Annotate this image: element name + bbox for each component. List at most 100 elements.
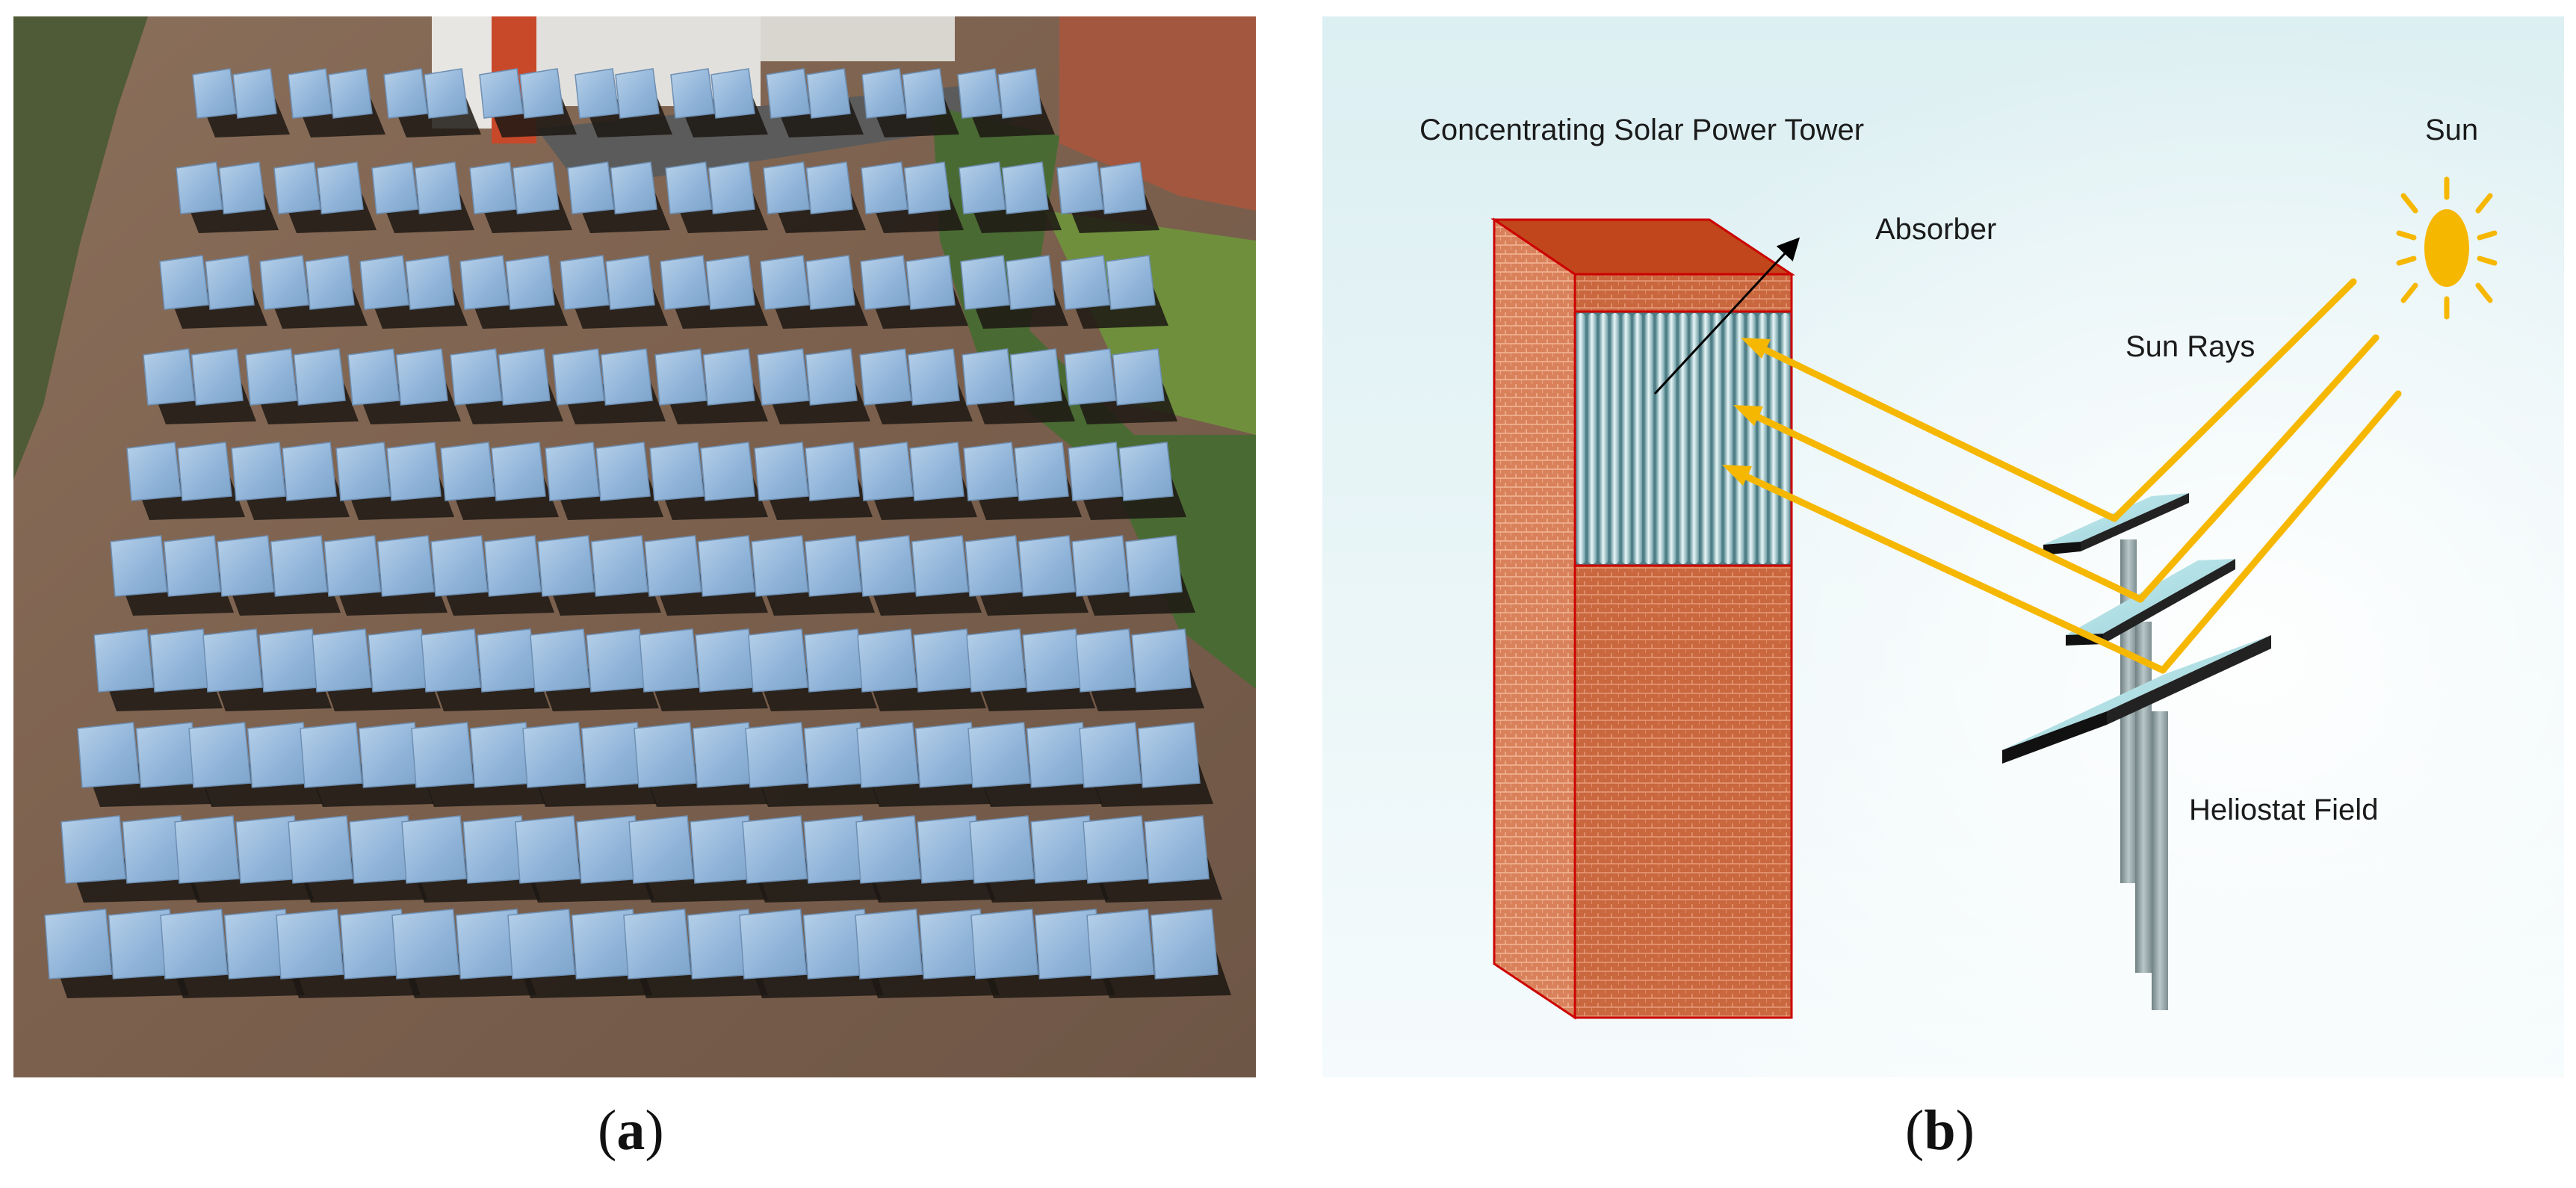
heliostat-mirror-panel bbox=[450, 348, 503, 406]
heliostat-mirror-panel bbox=[1118, 442, 1174, 501]
heliostat-mirror-panel bbox=[1106, 255, 1156, 310]
heliostat-mirror-panel bbox=[135, 722, 199, 788]
arrow-icon bbox=[1722, 465, 1752, 486]
heliostat-mirror-panel bbox=[176, 161, 223, 214]
heliostat-mirror-panel bbox=[960, 255, 1010, 310]
heliostat-mirror-1-edge bbox=[2043, 542, 2081, 555]
heliostat-mirror-panel bbox=[623, 909, 692, 980]
heliostat-mirror-panel bbox=[754, 442, 809, 501]
heliostat-mirror-panel bbox=[386, 442, 442, 501]
heliostat-mirror-panel bbox=[907, 348, 960, 406]
absorber-tube bbox=[1712, 313, 1722, 564]
tower-front-face bbox=[1573, 564, 1793, 1019]
heliostat-mirror-panel bbox=[515, 815, 580, 884]
absorber-tube bbox=[1656, 313, 1665, 564]
heliostat-mirror-2 bbox=[2066, 559, 2235, 635]
heliostat-mirror-panel bbox=[530, 628, 590, 693]
heliostat-mirror-panel bbox=[276, 909, 344, 980]
heliostat-mirror-panel bbox=[1026, 722, 1089, 788]
heliostat-mirror-panel bbox=[1112, 348, 1165, 406]
heliostat-mirror-panel bbox=[644, 535, 702, 597]
vegetation-left bbox=[13, 16, 148, 480]
heliostat-mirror-panel bbox=[967, 722, 1031, 788]
heliostat-mirror-panel bbox=[160, 909, 229, 980]
heliostat-mirror-panel bbox=[855, 815, 921, 884]
heliostat-mirror-panel bbox=[282, 442, 337, 501]
heliostat-mirror-panel bbox=[163, 535, 221, 597]
heliostat-mirror-panel bbox=[903, 161, 951, 214]
heliostat-mirror-panel bbox=[970, 909, 1039, 980]
heliostat-mirror-panel bbox=[859, 348, 912, 406]
heliostat-mirror-panel bbox=[615, 68, 660, 119]
heliostat-mirror-panel bbox=[347, 348, 400, 406]
absorber-label: Absorber bbox=[1875, 213, 1996, 246]
heliostat-mirror-panel bbox=[312, 628, 372, 693]
heliostat-mirrors bbox=[44, 68, 1231, 998]
heliostat-mirrors-diagram bbox=[2002, 493, 2271, 764]
heliostat-mirror-panel bbox=[705, 255, 755, 310]
absorber-tubes bbox=[1575, 312, 1792, 566]
heliostat-mirror-panel bbox=[567, 161, 615, 214]
heliostat-mirror-panel bbox=[498, 348, 551, 406]
heliostat-mirror-panel bbox=[959, 161, 1006, 214]
heliostat-mirror-panel bbox=[1086, 909, 1155, 980]
heliostat-mirror-panel bbox=[483, 535, 542, 597]
heliostat-mirror-panel bbox=[459, 255, 510, 310]
heliostat-mirror-panel bbox=[126, 442, 182, 501]
heliostat-mirror-panel bbox=[323, 535, 382, 597]
caption-a-letter: a bbox=[616, 1099, 645, 1162]
heliostat-mirror-panel bbox=[804, 628, 864, 693]
heliostat-mirror-panel bbox=[610, 161, 657, 214]
heliostat-mirror-panel bbox=[477, 628, 537, 693]
heliostat-mirror-panel bbox=[469, 722, 533, 788]
heliostat-mirror-panel bbox=[1006, 255, 1056, 310]
heliostat-mirror-panel bbox=[358, 722, 421, 788]
heliostat-mirror-panel bbox=[245, 348, 298, 406]
heliostat-mirror-panel bbox=[913, 628, 973, 693]
heliostat-mirror-panel bbox=[247, 722, 310, 788]
absorber-tube bbox=[1701, 313, 1711, 564]
absorber-tube bbox=[1758, 313, 1768, 564]
building-brick-right bbox=[1059, 16, 1256, 211]
absorber-tube bbox=[1644, 313, 1654, 564]
arrow-icon bbox=[1733, 405, 1763, 426]
heliostat-mirror-panel bbox=[963, 442, 1018, 501]
heliostat-mirror-panel bbox=[174, 815, 240, 884]
heliostat-mirror-panel bbox=[1068, 442, 1123, 501]
heliostat-mirror-panel bbox=[560, 255, 610, 310]
incoming-ray-2 bbox=[2137, 334, 2380, 603]
heliostat-mirror-panel bbox=[1064, 348, 1117, 406]
heliostat-mirror-panel bbox=[1001, 161, 1049, 214]
tower bbox=[1490, 217, 1795, 1020]
heliostat-mirror-panel bbox=[1131, 628, 1192, 693]
absorber-tube bbox=[1667, 313, 1676, 564]
heliostat-mirror-panel bbox=[149, 628, 210, 693]
heliostat-mirror-panel bbox=[1056, 161, 1104, 214]
heliostat-mirror-panel bbox=[288, 815, 353, 884]
heliostat-mirror-panel bbox=[273, 161, 321, 214]
heliostat-mirror-panel bbox=[421, 628, 481, 693]
heliostat-mirror-panel bbox=[383, 68, 428, 119]
heliostat-mirror-panel bbox=[665, 161, 713, 214]
heliostat-mirror-panel bbox=[191, 348, 244, 406]
heliostat-mirror-panel bbox=[258, 628, 319, 693]
heliostat-mirror-panel bbox=[708, 161, 755, 214]
heliostat-mirror-panel bbox=[760, 255, 810, 310]
heliostat-mirror-panel bbox=[414, 161, 462, 214]
heliostat-mirror-panel bbox=[391, 909, 460, 980]
heliostat-mirror-panel bbox=[660, 255, 710, 310]
heliostat-mirror-panel bbox=[328, 68, 373, 119]
heliostat-mirror-panel bbox=[805, 255, 855, 310]
building-top-3 bbox=[761, 16, 955, 61]
heliostat-mirror-panel bbox=[805, 348, 858, 406]
heliostat-mirror-panel bbox=[231, 442, 286, 501]
heliostat-mirror-panel bbox=[479, 68, 524, 119]
heliostat-mirror-panel bbox=[293, 348, 346, 406]
heliostat-mirror-panel bbox=[537, 535, 595, 597]
heliostat-mirror-panel bbox=[605, 255, 655, 310]
caption-a-close: ) bbox=[645, 1099, 664, 1162]
heliostat-mirror-panel bbox=[751, 535, 809, 597]
heliostat-mirror-3-edge bbox=[2002, 711, 2107, 764]
heliostat-mirror-panel bbox=[270, 535, 328, 597]
heliostat-mirror-panel bbox=[469, 161, 517, 214]
